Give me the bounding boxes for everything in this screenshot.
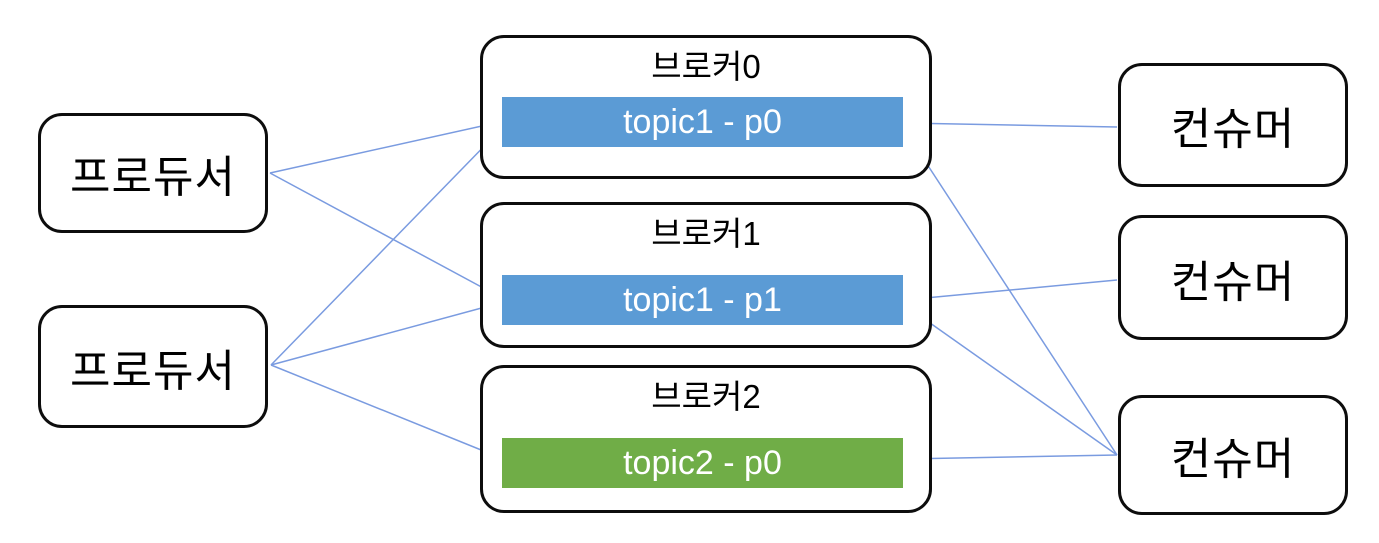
consumer-2-box: 컨슈머	[1118, 215, 1348, 340]
consumer-2-label: 컨슈머	[1170, 257, 1296, 307]
edge-consumer-3-to-topic1-p1	[905, 305, 1118, 456]
producer-1-label: 프로듀서	[70, 153, 236, 202]
broker-1-box: 브로커1 topic1 - p1	[480, 202, 932, 348]
edge-producer-1-to-topic1-p1	[269, 172, 501, 298]
partition-topic1-p0-label: topic1 - p0	[623, 103, 782, 141]
consumer-1-box: 컨슈머	[1118, 63, 1348, 187]
consumer-3-box: 컨슈머	[1118, 395, 1348, 515]
consumer-1-label: 컨슈머	[1170, 105, 1296, 154]
edge-producer-2-to-topic1-p1	[270, 301, 501, 366]
broker-2-title: 브로커2	[651, 378, 761, 415]
consumer-3-label: 컨슈머	[1170, 435, 1296, 484]
edge-producer-2-to-topic1-p0	[270, 130, 500, 366]
edge-producer-2-to-topic2-p0	[270, 364, 497, 457]
producer-2-label: 프로듀서	[70, 346, 236, 396]
broker-2-box: 브로커2 topic2 - p0	[480, 365, 932, 513]
edge-consumer-3-to-topic1-p0	[905, 131, 1118, 456]
broker-0-title: 브로커0	[651, 48, 761, 85]
producer-1-box: 프로듀서	[38, 113, 268, 233]
edge-producer-1-to-topic1-p0	[269, 119, 501, 174]
edge-consumer-3-to-topic2-p0	[903, 453, 1118, 464]
edge-consumer-2-to-topic1-p1	[903, 279, 1118, 304]
edge-consumer-1-to-topic1-p0	[903, 118, 1118, 129]
partition-topic1-p1: topic1 - p1	[502, 275, 903, 325]
partition-topic1-p1-label: topic1 - p1	[623, 281, 782, 319]
broker-0-box: 브로커0 topic1 - p0	[480, 35, 932, 179]
partition-topic1-p0: topic1 - p0	[502, 97, 903, 147]
broker-1-title: 브로커1	[651, 215, 761, 252]
partition-topic2-p0: topic2 - p0	[502, 438, 903, 488]
partition-topic2-p0-label: topic2 - p0	[623, 444, 782, 482]
producer-2-box: 프로듀서	[38, 305, 268, 428]
